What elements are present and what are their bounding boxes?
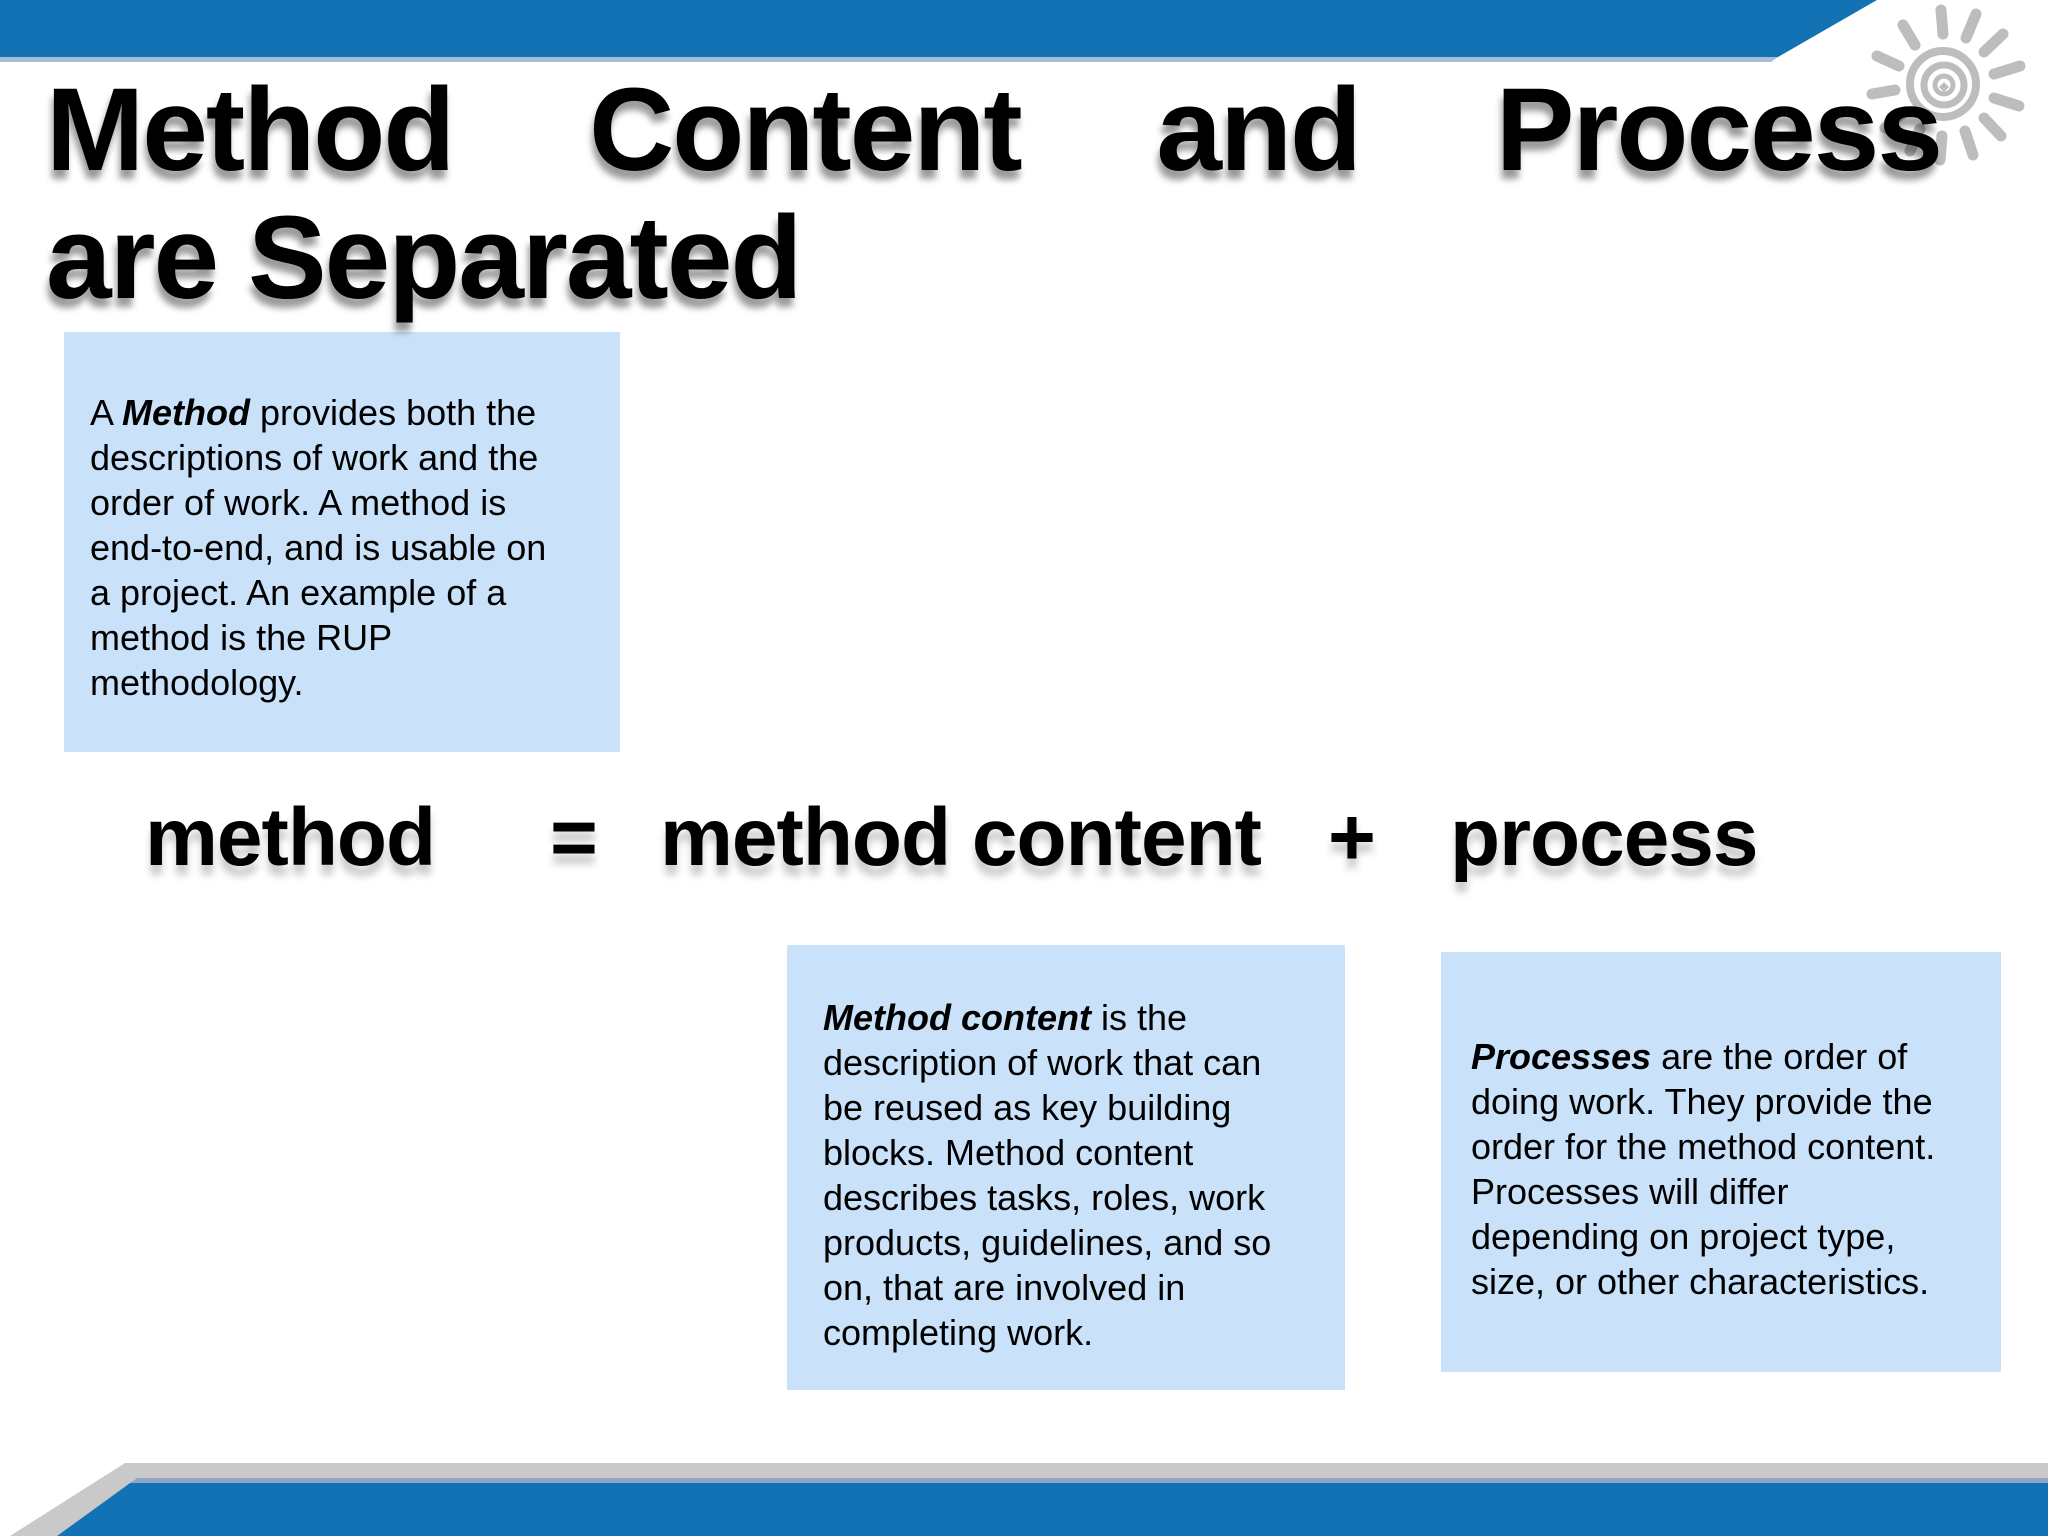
bottom-bar-blue-shape	[57, 1483, 2048, 1536]
box-text-rest: are the order of doing work. They provid…	[1471, 1036, 1936, 1302]
top-bar-shape	[0, 0, 1877, 57]
title-word: Method	[46, 64, 455, 196]
bottom-bar-accent-line	[130, 1478, 2048, 1483]
sun-logo-icon	[1866, 4, 2026, 166]
slide-title: Method Content and Process are Separated	[46, 64, 1943, 324]
equation-term-method-content: method content	[660, 792, 1262, 883]
title-word: and	[1156, 64, 1362, 196]
equation-lhs: method	[145, 792, 436, 883]
box-term-method-content: Method content	[823, 997, 1091, 1038]
top-bar	[0, 0, 1877, 62]
box-term-processes: Processes	[1471, 1036, 1652, 1077]
box-term-method: Method	[122, 392, 250, 433]
top-bar-accent-line	[0, 57, 1778, 62]
bottom-bar	[10, 1463, 2048, 1536]
info-box-method-content-text: Method content is the description of wor…	[823, 995, 1315, 1355]
info-box-process-text: Processes are the order of doing work. T…	[1471, 1034, 1975, 1304]
title-line-2: are Separated	[46, 192, 803, 324]
equals-sign: =	[550, 792, 598, 883]
box-text-rest: provides both the descriptions of work a…	[90, 392, 547, 703]
box-text-rest: is the description of work that can be r…	[823, 997, 1272, 1353]
info-box-process: Processes are the order of doing work. T…	[1441, 952, 2001, 1372]
info-box-method-content: Method content is the description of wor…	[787, 945, 1345, 1390]
title-line-1: Method Content and Process	[46, 64, 1943, 196]
equation-term-process: process	[1450, 792, 1759, 883]
equation: method = method content + process	[0, 788, 2048, 898]
info-box-method: A Method provides both the descriptions …	[64, 332, 620, 752]
title-word: Content	[589, 64, 1023, 196]
title-word: Process	[1495, 64, 1943, 196]
bottom-bar-gray-band	[10, 1463, 2048, 1536]
plus-sign: +	[1328, 792, 1376, 883]
info-box-method-text: A Method provides both the descriptions …	[90, 390, 594, 705]
box-text-prefix: A	[90, 392, 123, 433]
